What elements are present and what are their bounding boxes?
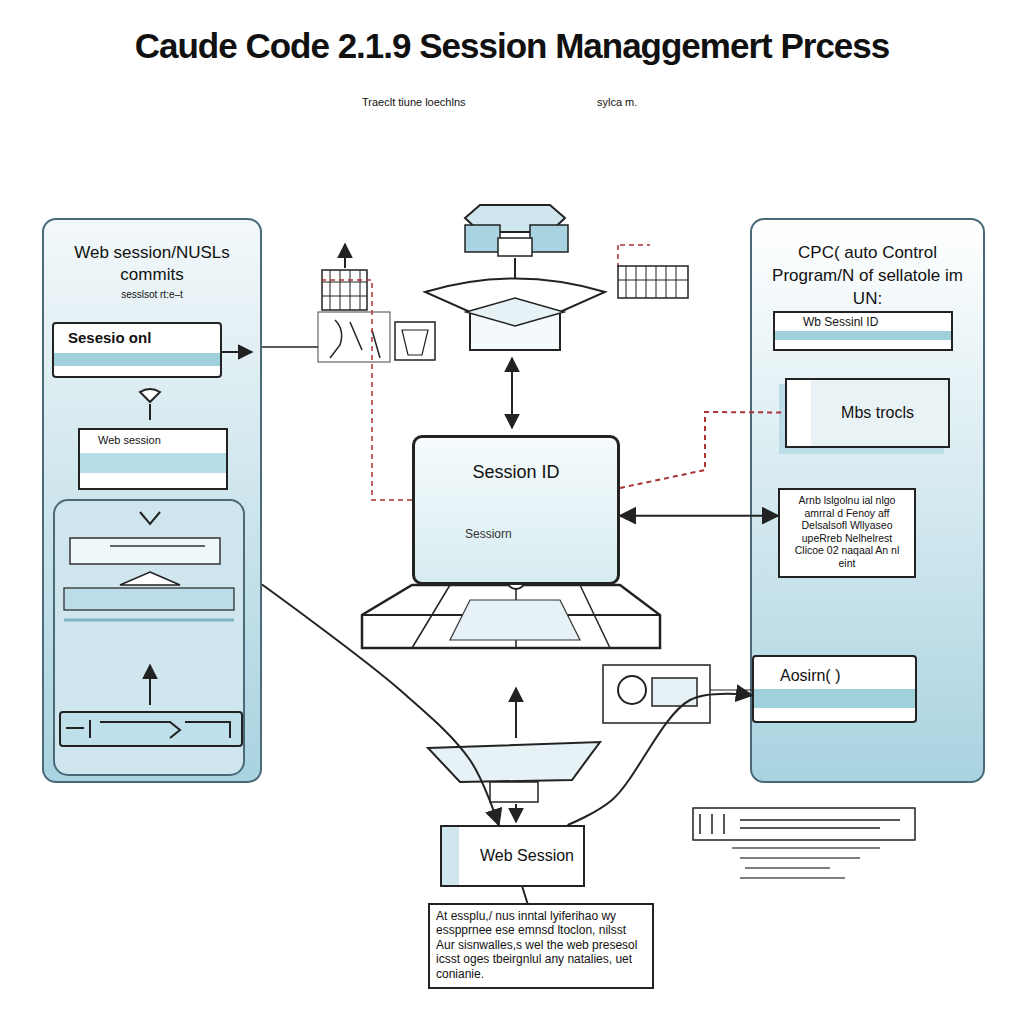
illustration-path — [425, 279, 605, 313]
illustration-path — [617, 245, 619, 268]
node-subtext: sesslsot rt:e–t — [44, 286, 260, 300]
illustration-line — [514, 258, 516, 292]
note-label: sylca m. — [597, 96, 637, 108]
group-panel: Web session/NUSLs commitssesslsot rt:e–t… — [42, 218, 262, 783]
illustration-rect — [498, 238, 532, 256]
diagram-title: Caude Code 2.1.9 Session Managgemert Prc… — [0, 26, 1024, 66]
note-label: Traeclt tiune loechlns — [362, 96, 466, 108]
illustration-rect — [395, 322, 435, 360]
illustration-path — [322, 270, 367, 310]
illustration-line — [710, 689, 752, 690]
illustration-rect — [652, 678, 697, 706]
node-text: Web Session — [442, 827, 583, 865]
group-panel: CPC( auto Control Program/N of sellatole… — [750, 218, 985, 783]
monitor-box: Session IDSessiorn — [412, 435, 620, 585]
illustration-path — [330, 320, 380, 358]
node-text: Sesesio onl — [54, 324, 220, 346]
node-text: Session ID — [415, 438, 617, 483]
node-text: Arnb lslgolnu ial nlgo amrral d Fenoy af… — [780, 490, 914, 574]
connector-arrow — [522, 887, 527, 903]
node-text: Mbs trocls — [787, 380, 948, 422]
illustration-rect — [322, 270, 367, 310]
process-bar: Aosirn( ) — [752, 655, 917, 723]
illustration-path — [732, 848, 880, 878]
illustration-line — [515, 585, 517, 648]
id-bar: Wb Sessinl ID — [773, 311, 953, 351]
illustration-circle — [618, 676, 646, 704]
illustration-polygon — [466, 298, 564, 326]
illustration-polygon — [362, 585, 660, 648]
illustration-rect — [318, 312, 390, 362]
node-text: Wb Sessinl ID — [775, 313, 951, 329]
illustration-line — [262, 346, 318, 348]
illustration-polygon — [530, 225, 568, 252]
illustration-line — [511, 358, 513, 428]
process-box: Web session — [78, 428, 228, 490]
process-box: Mbs trocls — [785, 378, 950, 448]
node-text: Web session — [80, 430, 226, 446]
illustration-line — [344, 244, 346, 268]
illustration-rect — [618, 266, 688, 298]
illustration-path — [402, 330, 428, 355]
node-text: Aosirn( ) — [754, 657, 915, 685]
illustration-polygon — [428, 742, 600, 782]
node-subtext: Sessiorn — [415, 483, 617, 541]
illustration-path — [318, 280, 412, 500]
session-bar: Sesesio onl — [52, 322, 222, 378]
node-text: Web session/NUSLs commits — [44, 220, 260, 286]
illustration-line — [515, 804, 517, 822]
connector-arrow — [262, 585, 499, 825]
illustration-line — [412, 585, 450, 648]
illustration-line — [515, 688, 517, 738]
caption-box: At essplu,/ nus inntal lyiferihao wy ess… — [428, 903, 654, 989]
connector-arrow — [568, 694, 752, 825]
illustration-path — [618, 266, 688, 298]
illustration-path — [620, 244, 650, 246]
illustration-line — [580, 585, 610, 648]
illustration-path — [700, 814, 900, 834]
node-text: CPC( auto Control Program/N of sellatole… — [752, 220, 983, 311]
illustration-line — [362, 614, 660, 616]
illustration-rect — [693, 808, 915, 840]
node-text: At essplu,/ nus inntal lyiferihao wy ess… — [430, 905, 652, 985]
illustration-polygon — [465, 205, 565, 232]
illustration-polygon — [465, 225, 500, 252]
illustration-rect — [490, 782, 538, 802]
illustration-polygon — [470, 312, 560, 350]
illustration-rect — [603, 665, 710, 723]
note-box: Arnb lslgolnu ial nlgo amrral d Fenoy af… — [778, 488, 916, 578]
illustration-polygon — [450, 600, 580, 640]
process-box: Web Session — [440, 825, 585, 887]
